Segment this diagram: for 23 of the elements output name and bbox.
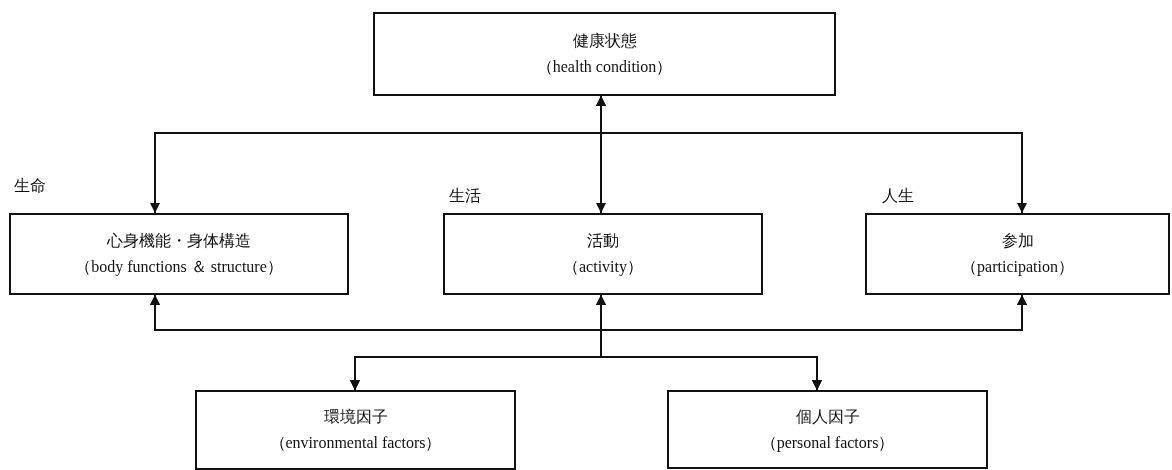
box-title: 心身機能・身体構造 bbox=[107, 231, 251, 251]
concept-box bbox=[865, 213, 1170, 295]
box-title: 活動 bbox=[587, 231, 619, 251]
box-subtitle: （body functions ＆ structure） bbox=[75, 257, 283, 277]
box-title: 参加 bbox=[1001, 231, 1034, 251]
box-subtitle: （activity） bbox=[563, 257, 643, 277]
concept-box bbox=[9, 213, 349, 295]
side-label: 人生 bbox=[882, 186, 914, 206]
arrow bbox=[596, 95, 1027, 214]
box-title: 個人因子 bbox=[795, 406, 860, 427]
concept-box bbox=[667, 390, 988, 469]
box-subtitle: （personal factors） bbox=[760, 432, 895, 453]
concept-box bbox=[373, 12, 836, 96]
box-title: 環境因子 bbox=[323, 407, 388, 427]
side-label: 生活 bbox=[449, 186, 481, 206]
concept-box bbox=[195, 390, 516, 470]
concept-box bbox=[443, 213, 763, 295]
arrow bbox=[600, 294, 1027, 391]
box-subtitle: （health condition） bbox=[536, 57, 673, 77]
box-title: 健康状態 bbox=[572, 31, 637, 51]
box-subtitle: （participation） bbox=[961, 257, 1074, 277]
box-subtitle: （environmental factors） bbox=[269, 433, 442, 453]
side-label: 生命 bbox=[14, 176, 46, 196]
